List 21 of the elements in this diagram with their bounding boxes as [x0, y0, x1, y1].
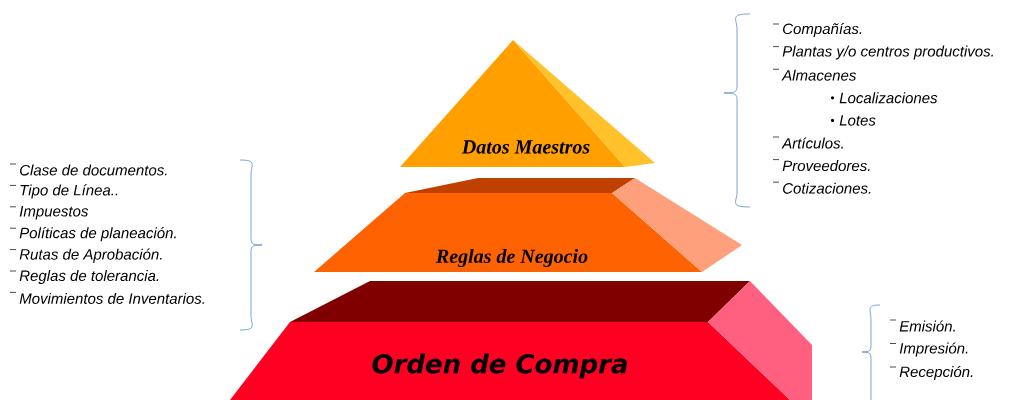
list-item: Reglas de tolerancia.: [19, 270, 159, 284]
list-item: Políticas de planeación.: [19, 227, 176, 242]
pyramid-layer: Datos Maestros: [400, 40, 655, 167]
list-item: Impresión.: [899, 342, 968, 357]
list-item: Emisión.: [899, 320, 955, 332]
pyramid-layer: Orden de Compra: [230, 281, 812, 400]
pyramid-layer: Reglas de Negocio: [314, 178, 742, 272]
list-item: Localizaciones: [839, 92, 938, 104]
list-item: Clase de documentos.: [20, 164, 167, 176]
list-item: Compañías.: [783, 22, 862, 38]
list-item: Tipo de Línea..: [20, 184, 118, 199]
list-item: Movimientos de Inventarios.: [19, 292, 205, 304]
list-item: Proveedores.: [782, 160, 870, 172]
list-item: Rutas de Aprobación.: [19, 248, 162, 263]
list-item: Plantas y/o centros productivos.: [782, 45, 993, 60]
list-item: Impuestos: [19, 206, 89, 220]
list-item: Artículos.: [781, 137, 843, 149]
list-item: Almacenes: [781, 69, 857, 81]
list-item: Recepción.: [899, 365, 973, 381]
list-item: Cotizaciones.: [783, 182, 871, 194]
list-item: Lotes: [839, 115, 876, 126]
